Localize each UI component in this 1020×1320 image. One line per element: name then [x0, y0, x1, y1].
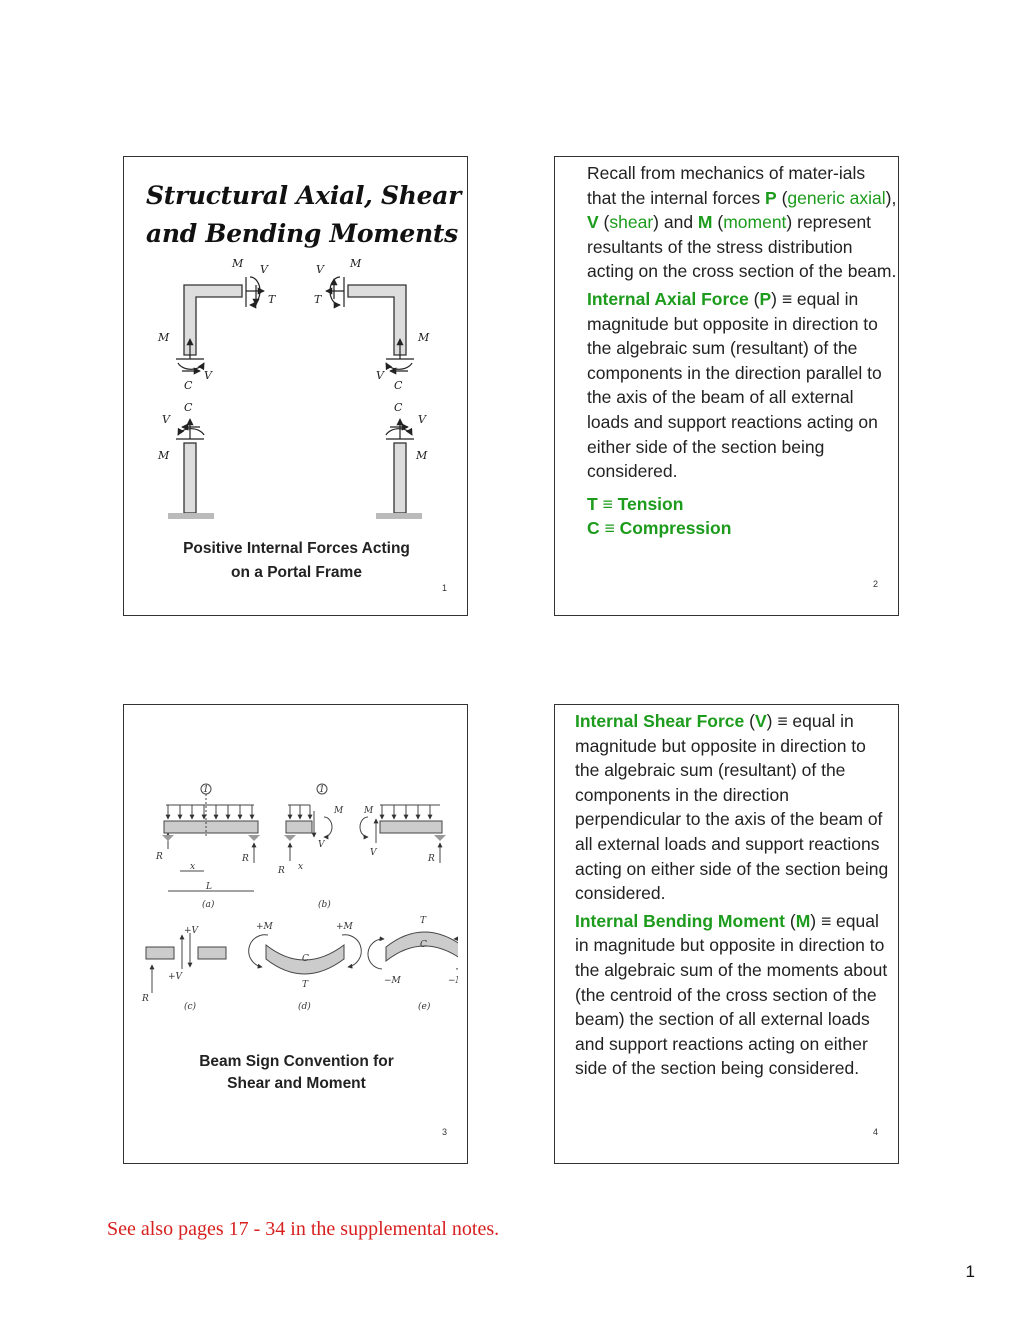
label-plus-m: +M — [256, 922, 274, 932]
label-m: M — [363, 806, 374, 816]
title-line-1: Structural Axial, Shear — [146, 181, 461, 210]
slide-number: 2 — [872, 579, 878, 589]
label-t: T — [302, 980, 309, 990]
label-t: T — [420, 916, 427, 926]
label-c: C — [394, 379, 403, 392]
portal-frame-diagram: M V T V M T M V C M V C C V M C V M — [157, 257, 430, 519]
slide-body: Internal Shear Force (V) ≡ equal in magn… — [575, 709, 895, 1084]
caption-line-1: Beam Sign Convention for — [199, 1053, 394, 1070]
label-c-fig: (c) — [184, 1001, 197, 1012]
slide-number: 4 — [872, 1127, 878, 1137]
slide-2: Recall from mechanics of mater-ials that… — [554, 156, 899, 616]
bending-moment-paragraph: Internal Bending Moment (M) ≡ equal in m… — [575, 910, 888, 1079]
label-m: M — [157, 449, 170, 462]
axial-force-paragraph: Internal Axial Force (P) ≡ equal in magn… — [587, 288, 882, 482]
label-section-1: 1 — [319, 785, 325, 795]
label-c: C — [184, 401, 193, 414]
slide-4: Internal Shear Force (V) ≡ equal in magn… — [554, 704, 899, 1164]
label-c: C — [394, 401, 403, 414]
label-m: M — [333, 806, 344, 816]
label-v: V — [316, 263, 325, 276]
label-plus-m: +M — [336, 922, 354, 932]
label-l: L — [205, 882, 212, 892]
label-r: R — [141, 994, 149, 1004]
label-m: M — [157, 331, 170, 344]
label-b: (b) — [318, 899, 331, 910]
slide-number: 1 — [441, 583, 447, 593]
label-v: V — [318, 840, 326, 850]
label-minus-m: −M — [448, 976, 458, 986]
label-v: V — [418, 413, 427, 426]
beam-sign-convention-diagram: 1 1 M M V V R R R R x x L (a) (b) +V +V … — [141, 783, 458, 1012]
label-m: M — [231, 257, 244, 270]
slide-3: 1 1 M M V V R R R R x x L (a) (b) +V +V … — [123, 704, 468, 1164]
slide-caption: Beam Sign Convention for Shear and Momen… — [124, 1051, 467, 1095]
label-t: T — [314, 293, 323, 306]
label-c: C — [184, 379, 193, 392]
label-ra: R — [155, 852, 163, 862]
caption-line-2: Shear and Moment — [227, 1075, 366, 1092]
title-line-2: and Bending Moments — [146, 219, 458, 248]
slide-number: 3 — [441, 1127, 447, 1137]
label-d-fig: (d) — [298, 1001, 311, 1012]
label-t: T — [268, 293, 277, 306]
intro-paragraph: Recall from mechanics of mater-ials that… — [587, 163, 897, 282]
label-plus-v: +V — [168, 972, 184, 982]
label-rb: R — [241, 854, 249, 864]
label-e-fig: (e) — [418, 1001, 431, 1012]
label-v: V — [376, 369, 385, 382]
label-ra: R — [277, 866, 285, 876]
slide-body: Recall from mechanics of mater-ials that… — [587, 161, 898, 540]
label-rb: R — [427, 854, 435, 864]
label-c: C — [302, 954, 309, 964]
label-m: M — [415, 449, 428, 462]
slide-caption: Positive Internal Forces Acting on a Por… — [124, 537, 467, 585]
page-number: 1 — [965, 1262, 975, 1281]
label-section-1: 1 — [203, 785, 209, 795]
label-x: x — [298, 862, 303, 872]
label-m: M — [417, 331, 430, 344]
caption-line-2: on a Portal Frame — [231, 564, 362, 581]
slide-1: Structural Axial, Shear and Bending Mome… — [123, 156, 468, 616]
tension-label: T ≡ Tension — [587, 493, 684, 514]
label-plus-v: +V — [184, 926, 200, 936]
tension-compression-legend: T ≡ Tension C ≡ Compression — [587, 492, 898, 540]
slide-title: Structural Axial, Shear and Bending Mome… — [146, 177, 461, 253]
caption-line-1: Positive Internal Forces Acting — [183, 540, 410, 557]
label-x: x — [190, 862, 195, 872]
label-minus-m: −M — [384, 976, 402, 986]
label-m: M — [349, 257, 362, 270]
compression-label: C ≡ Compression — [587, 517, 732, 538]
label-c: C — [420, 940, 427, 950]
label-v: V — [204, 369, 213, 382]
label-v: V — [162, 413, 171, 426]
label-v: V — [260, 263, 269, 276]
label-a: (a) — [202, 899, 215, 910]
supplemental-notes-reference: See also pages 17 - 34 in the supplement… — [107, 1218, 500, 1240]
shear-force-paragraph: Internal Shear Force (V) ≡ equal in magn… — [575, 711, 889, 904]
label-v: V — [370, 848, 378, 858]
